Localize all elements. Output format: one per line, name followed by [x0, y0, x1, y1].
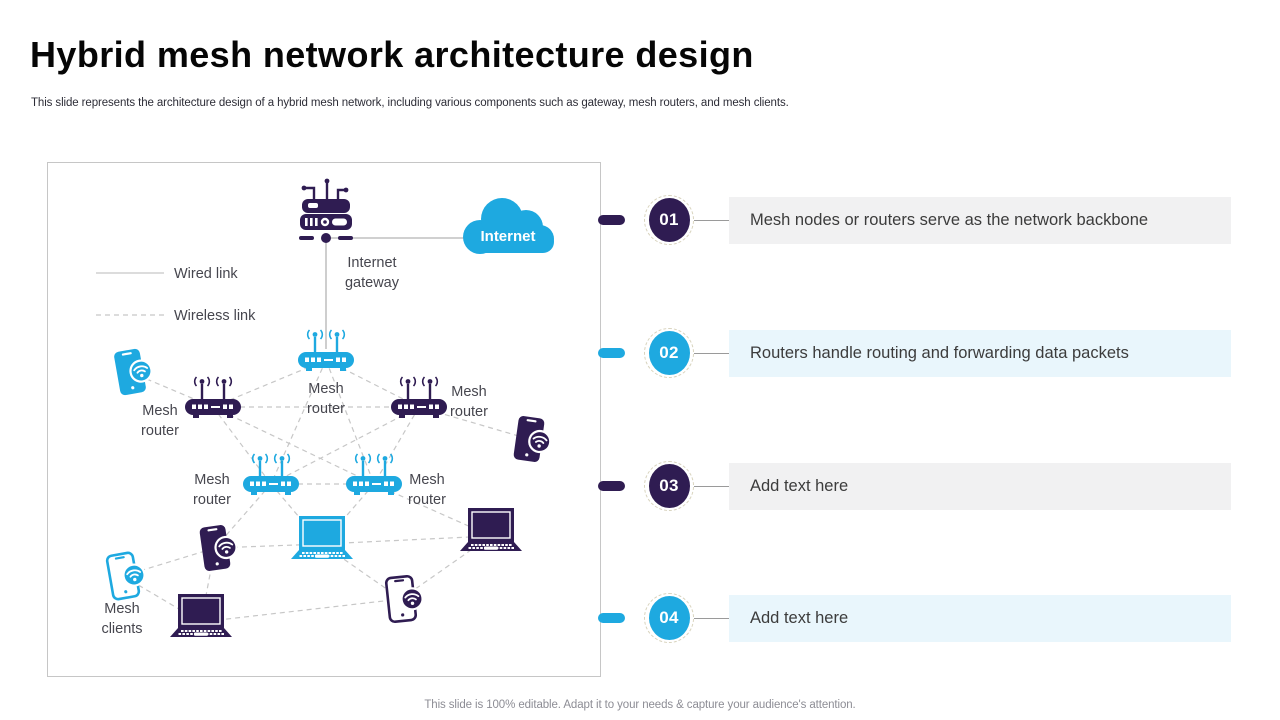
laptop-icon	[170, 594, 232, 637]
mesh-router-icon	[346, 453, 402, 495]
step-text: Add text here	[750, 608, 849, 627]
mesh-router-icon	[243, 453, 299, 495]
page-title: Hybrid mesh network architecture design	[30, 34, 754, 75]
legend-label: Wired link	[174, 266, 238, 282]
mesh-router-icon	[391, 376, 447, 418]
internet-gateway-icon	[299, 178, 353, 243]
step-connector-line	[694, 485, 729, 487]
step-text-box[interactable]: Mesh nodes or routers serve as the netwo…	[729, 196, 1231, 244]
step-row-03: 03 Add text here	[598, 461, 1231, 511]
step-text: Mesh nodes or routers serve as the netwo…	[750, 210, 1149, 229]
step-row-04: 04 Add text here	[598, 593, 1231, 643]
wireless-link-line	[321, 543, 402, 600]
smartphone-icon	[513, 416, 552, 462]
laptop-icon	[291, 516, 353, 559]
smartphone-icon	[114, 348, 153, 396]
step-connector-line	[694, 352, 729, 354]
step-row-01: 01 Mesh nodes or routers serve as the net…	[598, 195, 1231, 245]
mesh-router-icon	[298, 329, 354, 371]
step-text-box[interactable]: Routers handle routing and forwarding da…	[729, 329, 1231, 377]
wireless-link-line	[270, 406, 420, 485]
wireless-link-line	[321, 535, 492, 545]
step-number-ring: 03	[644, 461, 694, 511]
cloud-label: Internet	[480, 228, 535, 245]
step-number-badge: 03	[648, 464, 690, 508]
step-number-badge: 04	[648, 596, 690, 640]
legend-label: Wireless link	[174, 308, 256, 324]
smartphone-icon	[105, 551, 146, 601]
step-text-box[interactable]: Add text here	[729, 594, 1231, 642]
mesh-router-icon	[185, 376, 241, 418]
step-text: Routers handle routing and forwarding da…	[750, 343, 1129, 362]
wireless-link-line	[212, 406, 375, 485]
step-number-ring: 02	[644, 328, 694, 378]
step-accent-bar	[598, 348, 625, 358]
footer-note: This slide is 100% editable. Adapt it to…	[424, 699, 856, 711]
wireless-link-line	[325, 359, 375, 485]
step-row-02: 02 Routers handle routing and forwarding …	[598, 328, 1231, 378]
step-text: Add text here	[750, 476, 849, 495]
step-number-badge: 02	[648, 331, 690, 375]
step-accent-bar	[598, 481, 625, 491]
step-number-ring: 01	[644, 195, 694, 245]
smartphone-icon	[384, 574, 424, 624]
internet-cloud-icon: Internet	[463, 198, 554, 254]
wireless-link-line	[212, 406, 272, 485]
step-number-badge: 01	[648, 198, 690, 242]
step-connector-line	[694, 617, 729, 619]
step-accent-bar	[598, 215, 625, 225]
wireless-link-line	[270, 359, 327, 485]
wireless-link-line	[200, 598, 402, 623]
page-subtitle: This slide represents the architecture d…	[31, 97, 789, 109]
step-number-ring: 04	[644, 593, 694, 643]
laptop-icon	[460, 508, 522, 551]
smartphone-icon	[199, 525, 238, 571]
step-connector-line	[694, 219, 729, 221]
step-text-box[interactable]: Add text here	[729, 462, 1231, 510]
wireless-link-line	[122, 547, 216, 577]
step-accent-bar	[598, 613, 625, 623]
wireless-link-line	[373, 406, 420, 485]
